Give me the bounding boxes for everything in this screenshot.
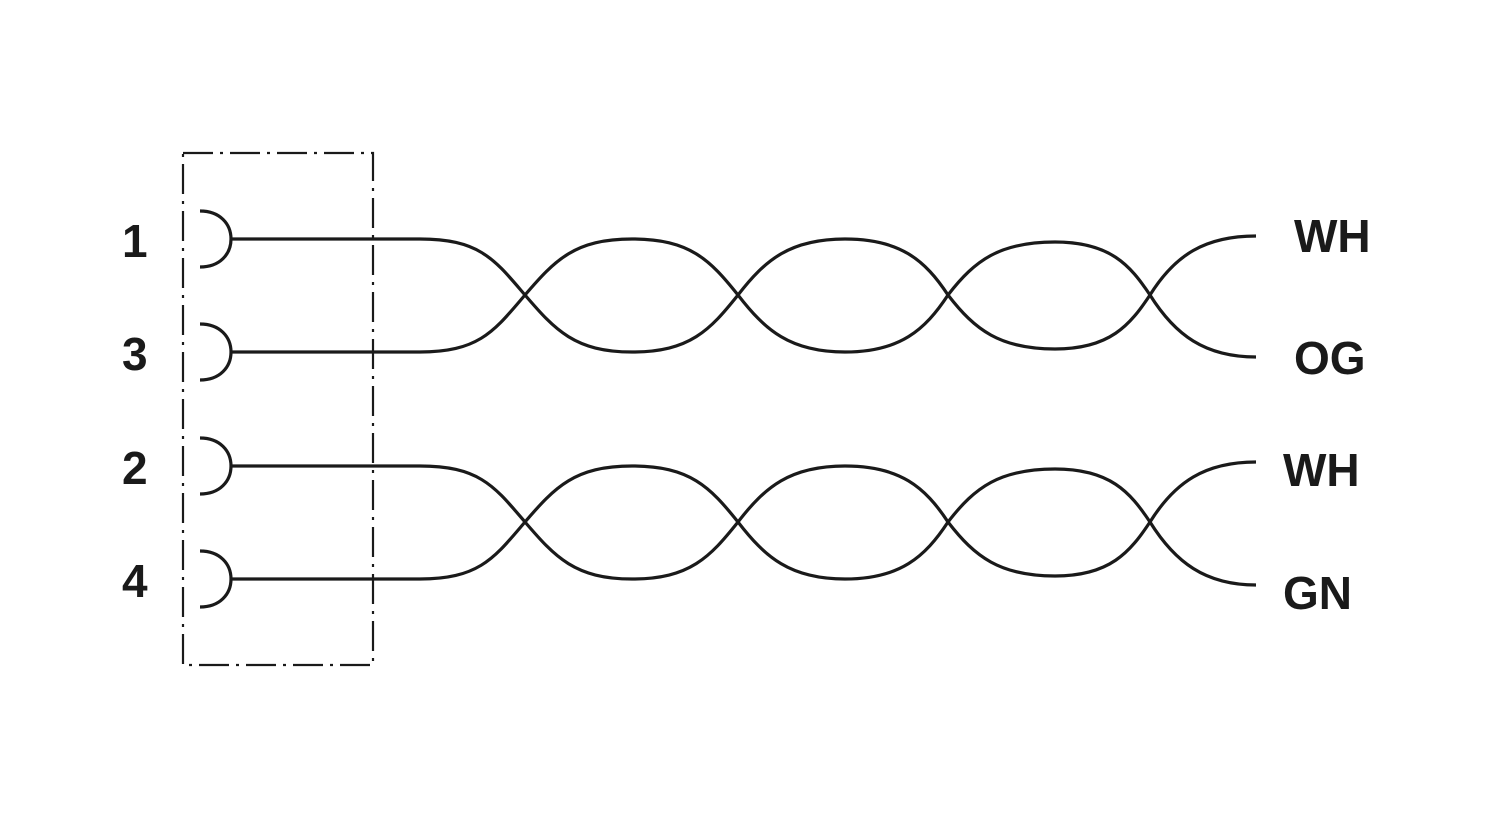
twisted-wire-og [419,237,1257,359]
pin-label-4: 4 [122,555,148,607]
pin-label-1: 1 [122,215,148,267]
socket-contact-1 [199,209,233,269]
socket-contact-4 [199,549,233,609]
pin-label-2: 2 [122,442,148,494]
wire-label-wh-2: WH [1283,444,1360,496]
wire-label-gn: GN [1283,567,1352,619]
pin-label-3: 3 [122,328,148,380]
twisted-wire-wh-2 [419,460,1257,581]
connector-housing [181,151,375,667]
twisted-wire-gn [419,464,1257,587]
wire-label-wh-1: WH [1294,210,1371,262]
socket-contact-3 [199,322,233,382]
wire-label-og: OG [1294,332,1366,384]
twisted-wire-wh-1 [419,234,1257,354]
socket-contact-2 [199,436,233,496]
